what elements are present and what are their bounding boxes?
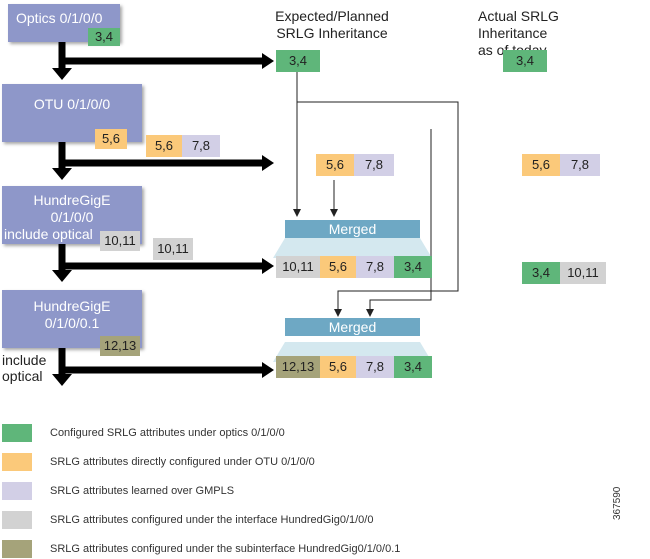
- merged1-chip-4: 3,4: [394, 256, 432, 278]
- hundredgige-srlg-chip: 10,11: [100, 231, 140, 251]
- merged1-chip-1: 10,11: [276, 256, 320, 278]
- actual-header-line1: Actual SRLG Inheritance: [478, 8, 559, 41]
- actual-row3-chip-2: 10,11: [560, 262, 606, 284]
- otu-flow-chip-2: 7,8: [182, 135, 220, 157]
- subinterface-label-line2: 0/1/0/0.1: [44, 315, 100, 331]
- otu-flow-chip-1: 5,6: [146, 135, 182, 157]
- merged2-chip-3: 7,8: [356, 356, 394, 378]
- hundredgige-label-line2: 0/1/0/0: [50, 209, 94, 225]
- merged2-chip-2: 5,6: [320, 356, 356, 378]
- merged-bar-1: Merged: [285, 220, 420, 238]
- subinterface-include-line2: optical: [2, 368, 43, 384]
- otu-srlg-chip: 5,6: [95, 129, 127, 149]
- hundredgige-include-optical: include optical: [4, 226, 93, 242]
- expected-header-line1: Expected/Planned: [275, 8, 389, 24]
- legend-swatch-subinterface: [2, 540, 32, 558]
- merged2-chip-4: 3,4: [394, 356, 432, 378]
- expected-row1-chip: 3,4: [276, 50, 320, 72]
- optics-label: Optics 0/1/0/0: [16, 10, 103, 26]
- merged1-chip-3: 7,8: [356, 256, 394, 278]
- merged1-chip-2: 5,6: [320, 256, 356, 278]
- otu-label: OTU 0/1/0/0: [33, 96, 111, 112]
- hundredgige-flow-chip: 10,11: [153, 238, 193, 260]
- legend-text-optics: Configured SRLG attributes under optics …: [50, 427, 285, 439]
- expected-header-line2: SRLG Inheritance: [276, 25, 388, 41]
- expected-row2-chip-1: 5,6: [316, 154, 354, 176]
- optics-srlg-chip: 3,4: [88, 28, 120, 46]
- actual-row3-chip-1: 3,4: [522, 262, 560, 284]
- legend-swatch-otu: [2, 453, 32, 471]
- actual-row2-chip-1: 5,6: [522, 154, 560, 176]
- expected-row2-chip-2: 7,8: [354, 154, 394, 176]
- hundredgige-label-line1: HundreGigE: [33, 192, 111, 208]
- expected-header: Expected/Planned SRLG Inheritance: [262, 8, 402, 42]
- merged2-chip-1: 12,13: [276, 356, 320, 378]
- legend-swatch-gmpls: [2, 482, 32, 500]
- legend-swatch-optics: [2, 424, 32, 442]
- subinterface-include-optical: include optical: [2, 352, 46, 384]
- legend-text-gmpls: SRLG attributes learned over GMPLS: [50, 485, 235, 497]
- actual-row2-chip-2: 7,8: [560, 154, 600, 176]
- legend-text-otu: SRLG attributes directly configured unde…: [50, 456, 315, 468]
- figure-id: 367590: [612, 486, 623, 520]
- merged-bar-2: Merged: [285, 318, 420, 336]
- legend-text-interface: SRLG attributes configured under the int…: [50, 514, 374, 526]
- actual-header: Actual SRLG Inheritance as of today: [478, 8, 628, 59]
- subinterface-label-line1: HundreGigE: [33, 298, 111, 314]
- actual-row1-chip: 3,4: [503, 50, 547, 72]
- actual-header-line2: as of today: [478, 42, 547, 58]
- subinterface-srlg-chip: 12,13: [100, 336, 140, 356]
- legend-text-subinterface: SRLG attributes configured under the sub…: [50, 543, 401, 555]
- subinterface-include-line1: include: [2, 352, 47, 368]
- otu-box: OTU 0/1/0/0: [2, 84, 142, 142]
- legend-swatch-interface: [2, 511, 32, 529]
